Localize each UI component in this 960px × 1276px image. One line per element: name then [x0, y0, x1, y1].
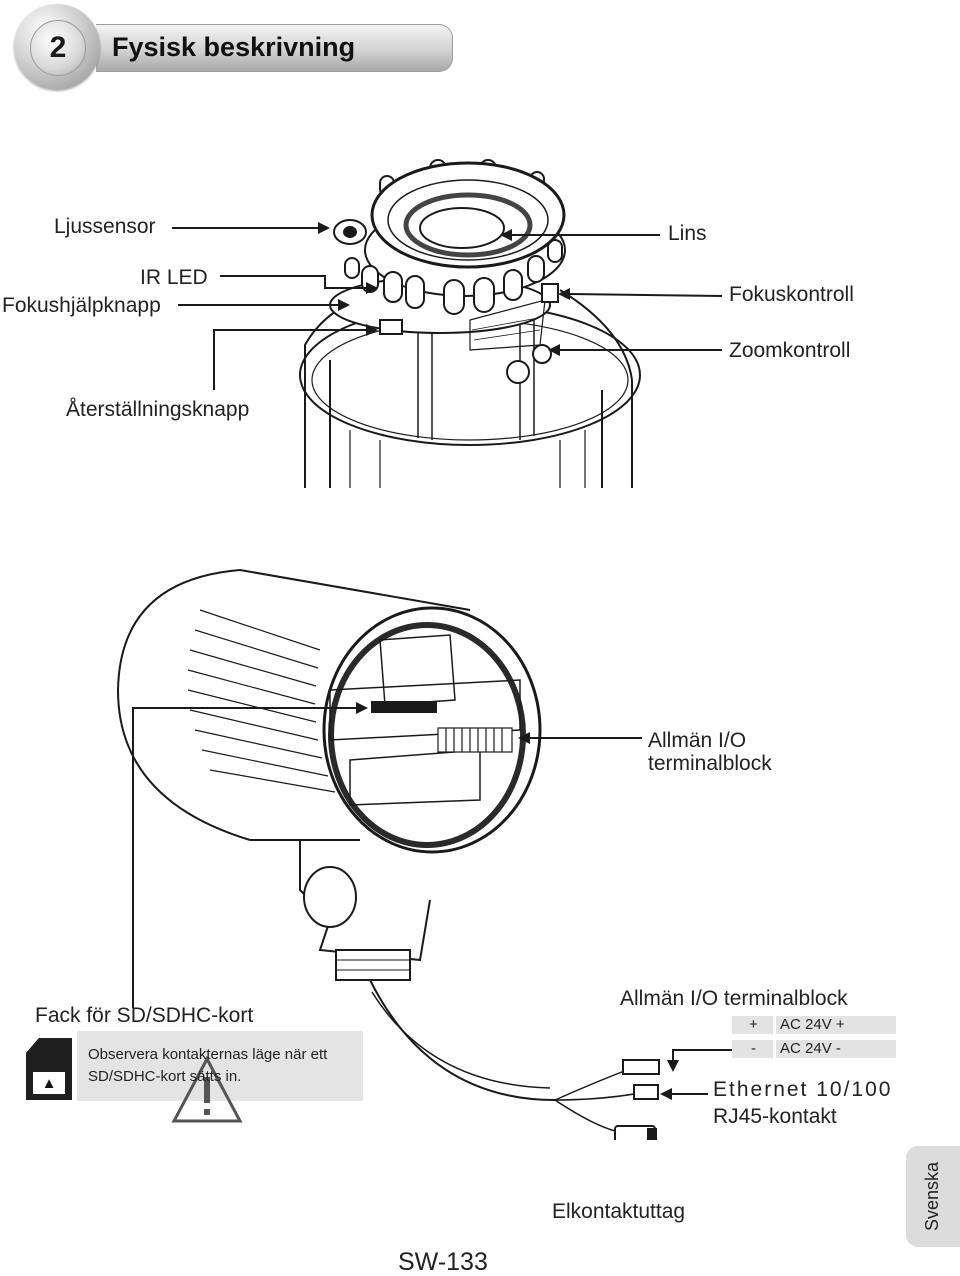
sd-note-line1: Observera kontakternas läge när ett — [88, 1046, 328, 1063]
label-io-terminal-line2: terminalblock — [648, 752, 772, 775]
chapter-number: 2 — [30, 20, 86, 76]
sd-note-line2: SD/SDHC-kort sätts in. — [88, 1068, 242, 1085]
label-power-socket: Elkontaktuttag — [552, 1200, 686, 1223]
label-io-terminal-line1: Allmän I/O — [648, 729, 747, 752]
ac-value-plus: AC 24V + — [780, 1016, 845, 1033]
sd-insert-arrow-icon: ▲ — [33, 1072, 65, 1094]
language-tab — [906, 1146, 960, 1247]
label-ethernet-line1: Ethernet 10/100 — [713, 1078, 893, 1101]
chapter-title: Fysisk beskrivning — [112, 32, 356, 62]
warning-triangle-icon — [171, 1055, 243, 1123]
chapter-title-bar — [96, 24, 453, 72]
label-light-sensor: Ljussensor — [54, 215, 156, 238]
label-sd-card-slot: Fack för SD/SDHC-kort — [35, 1004, 254, 1027]
ac-sign-minus: - — [751, 1040, 756, 1057]
ac-value-minus: AC 24V - — [780, 1040, 841, 1057]
sd-note-box — [77, 1031, 363, 1101]
camera-rear-illustration — [116, 569, 756, 1140]
label-reset-button: Återställningsknapp — [66, 398, 250, 421]
label-ir-led: IR LED — [140, 266, 208, 289]
label-lens: Lins — [668, 222, 707, 245]
ac-row-plus: + AC 24V + — [732, 1016, 896, 1034]
language-tab-label: Svenska — [922, 1161, 943, 1232]
label-io-terminal-cable: Allmän I/O terminalblock — [620, 987, 848, 1010]
ac-sign-plus: + — [749, 1016, 758, 1033]
camera-lens-illustration — [172, 159, 723, 488]
label-ethernet-line2: RJ45-kontakt — [713, 1105, 837, 1128]
language-tab-label-wrap: Svenska — [906, 1146, 960, 1247]
label-focus-control: Fokuskontroll — [729, 283, 854, 306]
label-zoom-control: Zoomkontroll — [729, 339, 851, 362]
sd-note-text: Observera kontakternas läge när ett SD/S… — [88, 1044, 327, 1088]
page-label: SW-133 — [398, 1248, 488, 1276]
ac-row-minus: - AC 24V - — [732, 1040, 896, 1058]
label-focus-assist-button: Fokushjälpknapp — [2, 294, 161, 317]
